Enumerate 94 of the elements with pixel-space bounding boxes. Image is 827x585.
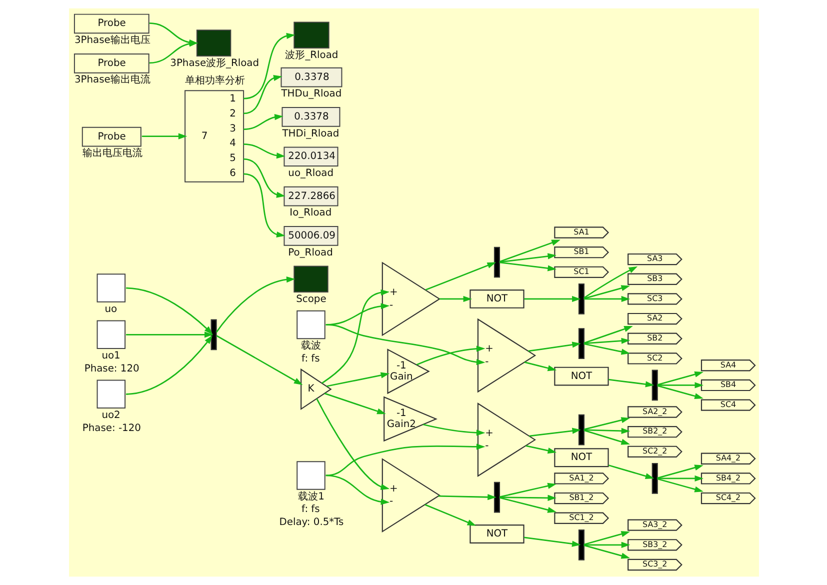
node-box: NOT: [469, 289, 524, 308]
node-bar: [578, 414, 584, 446]
arrow: [499, 494, 556, 501]
arrow: [125, 287, 212, 335]
arrow: [656, 464, 703, 479]
node-bar: [210, 319, 216, 350]
arrow: [524, 296, 580, 302]
node-label: Delay: 0.5*Ts: [278, 517, 344, 528]
node-label: THDu_Rload: [280, 88, 342, 100]
arrow: [608, 378, 654, 388]
node-label: Io_Rload: [289, 208, 332, 219]
node-label: 单相功率分析: [184, 76, 245, 87]
arrow: [498, 240, 560, 262]
arrow: [324, 392, 386, 414]
arrow: [438, 296, 472, 302]
node-bar: [578, 284, 584, 314]
arrow: [125, 335, 212, 395]
arrow: [126, 332, 213, 338]
arrow: [325, 324, 485, 366]
arrow: [326, 372, 390, 387]
arrow: [583, 326, 632, 344]
node-label: 输出电压电流: [82, 148, 142, 160]
node-bar: [651, 370, 658, 401]
node-label: uo1: [101, 350, 120, 362]
node-bar: [493, 482, 500, 513]
arrow: [583, 338, 630, 344]
arrow: [416, 346, 485, 366]
node-label: Phase: -120: [82, 422, 140, 434]
arrow: [583, 544, 630, 559]
arrow: [216, 334, 302, 386]
arrow: [325, 444, 485, 476]
arrow: [243, 144, 285, 159]
arrow: [141, 133, 187, 140]
arrow: [438, 494, 496, 500]
node-bar: [493, 246, 500, 278]
arrow: [525, 445, 556, 454]
arrow: [656, 382, 703, 388]
arrow: [656, 475, 703, 482]
node-label: 3Phase波形_Rload: [170, 58, 259, 69]
arrow: [499, 262, 556, 272]
node-label: 波形_Rload: [284, 50, 338, 61]
arrow: [243, 114, 283, 130]
arrow: [242, 74, 282, 114]
node-bar: [651, 463, 658, 494]
arrow: [656, 478, 703, 492]
node-bar: [578, 529, 584, 560]
arrow: [424, 504, 476, 526]
node-label: THDi_Rload: [282, 128, 339, 140]
arrow: [583, 285, 630, 300]
arrow: [656, 371, 703, 386]
node-label: f: fs: [301, 504, 320, 516]
arrow: [583, 417, 630, 430]
node-bar: [578, 328, 584, 359]
node-label: 3Phase输出电压: [74, 35, 150, 46]
node-label: 3Phase输出电流: [74, 74, 150, 86]
arrow: [583, 296, 630, 302]
node-box: 7 1 2 3 4 5 6: [184, 90, 244, 182]
node-box: NOT: [469, 524, 524, 544]
arrow: [583, 531, 630, 546]
node-box: NOT: [554, 448, 608, 468]
node-label: 载波1: [298, 491, 324, 502]
arrow: [524, 362, 556, 372]
arrow: [316, 398, 390, 490]
node-label: uo_Rload: [288, 168, 334, 179]
node-label: Po_Rload: [288, 247, 332, 258]
node-label: uo2: [101, 410, 120, 421]
node-label: uo: [104, 304, 117, 315]
arrow: [583, 343, 630, 355]
arrow: [242, 158, 285, 198]
arrow: [656, 384, 703, 400]
node-box: NOT: [554, 366, 608, 386]
node-label: Phase: 120: [84, 363, 139, 374]
arrow: [583, 430, 630, 445]
arrow: [321, 289, 390, 384]
arrow: [242, 32, 295, 100]
arrow: [499, 253, 556, 263]
node-label: 载波: [300, 340, 321, 352]
arrow: [148, 40, 198, 64]
arrow: [422, 424, 485, 436]
arrow: [499, 482, 556, 498]
arrow: [499, 497, 556, 513]
node-label: Scope: [296, 294, 326, 305]
arrow: [583, 428, 630, 434]
node-label: f: fs: [301, 353, 320, 364]
arrow: [583, 266, 638, 298]
arrow: [424, 262, 496, 291]
arrow: [215, 276, 295, 333]
arrow: [608, 464, 654, 480]
arrow: [524, 536, 580, 547]
arrow: [528, 342, 580, 352]
arrow: [325, 474, 390, 505]
arrow: [528, 428, 580, 437]
arrow: [583, 542, 630, 548]
arrow: [242, 173, 285, 238]
